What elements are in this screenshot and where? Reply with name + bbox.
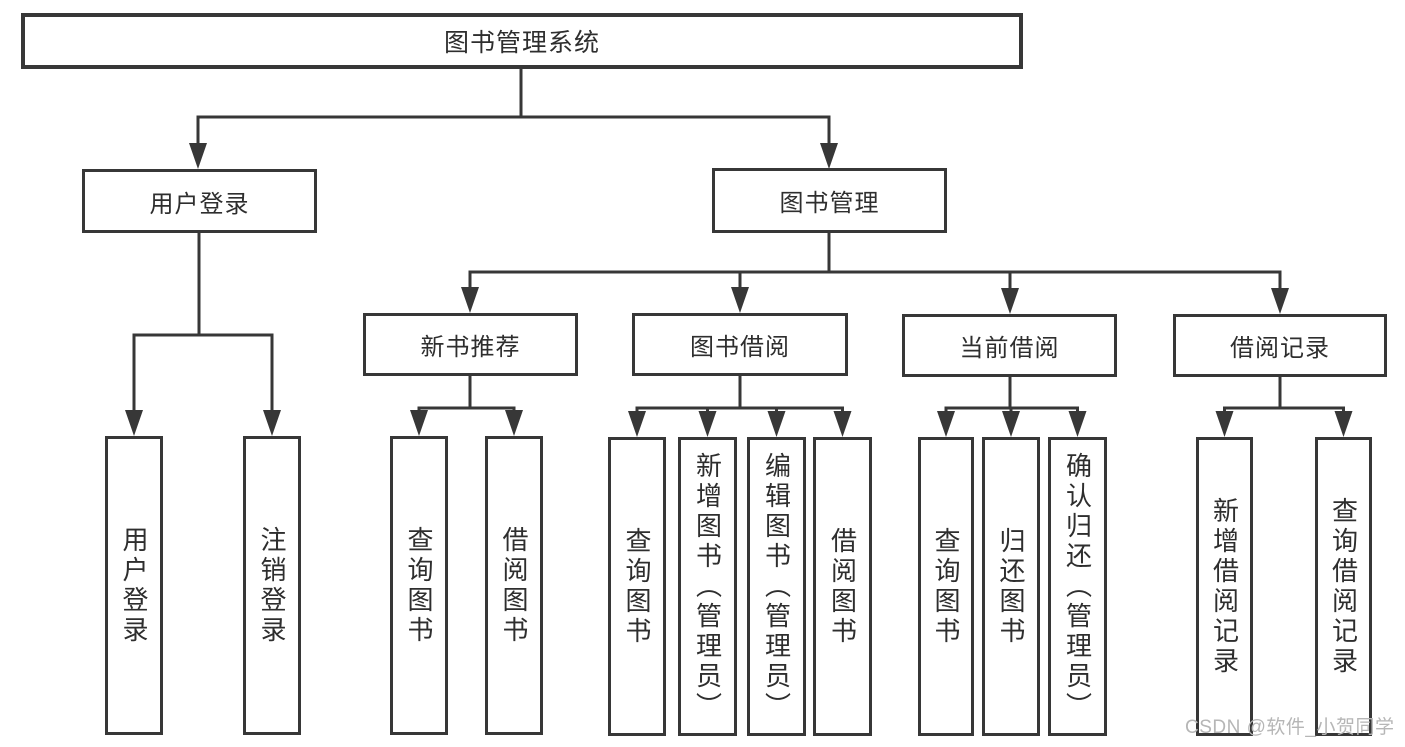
leaf-borrowing-borrow-books: 借阅图书 xyxy=(813,437,872,736)
node-new-book-recommendation: 新书推荐 xyxy=(363,313,578,376)
leaf-logout-login: 注销登录 xyxy=(243,436,301,735)
leaf-records-query-borrow-record: 查询借阅记录 xyxy=(1315,437,1372,736)
leaf-current-query-books: 查询图书 xyxy=(918,437,974,736)
node-book-borrowing: 图书借阅 xyxy=(632,313,848,376)
leaf-current-return-books: 归还图书 xyxy=(982,437,1040,736)
node-borrowing-records: 借阅记录 xyxy=(1173,314,1387,377)
leaf-recommend-query-books: 查询图书 xyxy=(390,436,448,735)
node-user-login: 用户登录 xyxy=(82,169,317,233)
node-library-system: 图书管理系统 xyxy=(21,13,1023,69)
leaf-borrowing-query-books: 查询图书 xyxy=(608,437,666,736)
node-current-borrowing: 当前借阅 xyxy=(902,314,1117,377)
csdn-watermark: CSDN @软件_小贺同学 xyxy=(1185,717,1395,738)
leaf-borrowing-add-books-admin: 新增图书（管理员） xyxy=(678,437,737,736)
node-book-management: 图书管理 xyxy=(712,168,947,233)
leaf-records-add-borrow-record: 新增借阅记录 xyxy=(1196,437,1253,736)
leaf-current-confirm-return-admin: 确认归还（管理员） xyxy=(1048,437,1107,736)
leaf-recommend-borrow-books: 借阅图书 xyxy=(485,436,543,735)
leaf-user-login: 用户登录 xyxy=(105,436,163,735)
leaf-borrowing-edit-books-admin: 编辑图书（管理员） xyxy=(747,437,806,736)
arrow-heads xyxy=(125,143,1353,437)
